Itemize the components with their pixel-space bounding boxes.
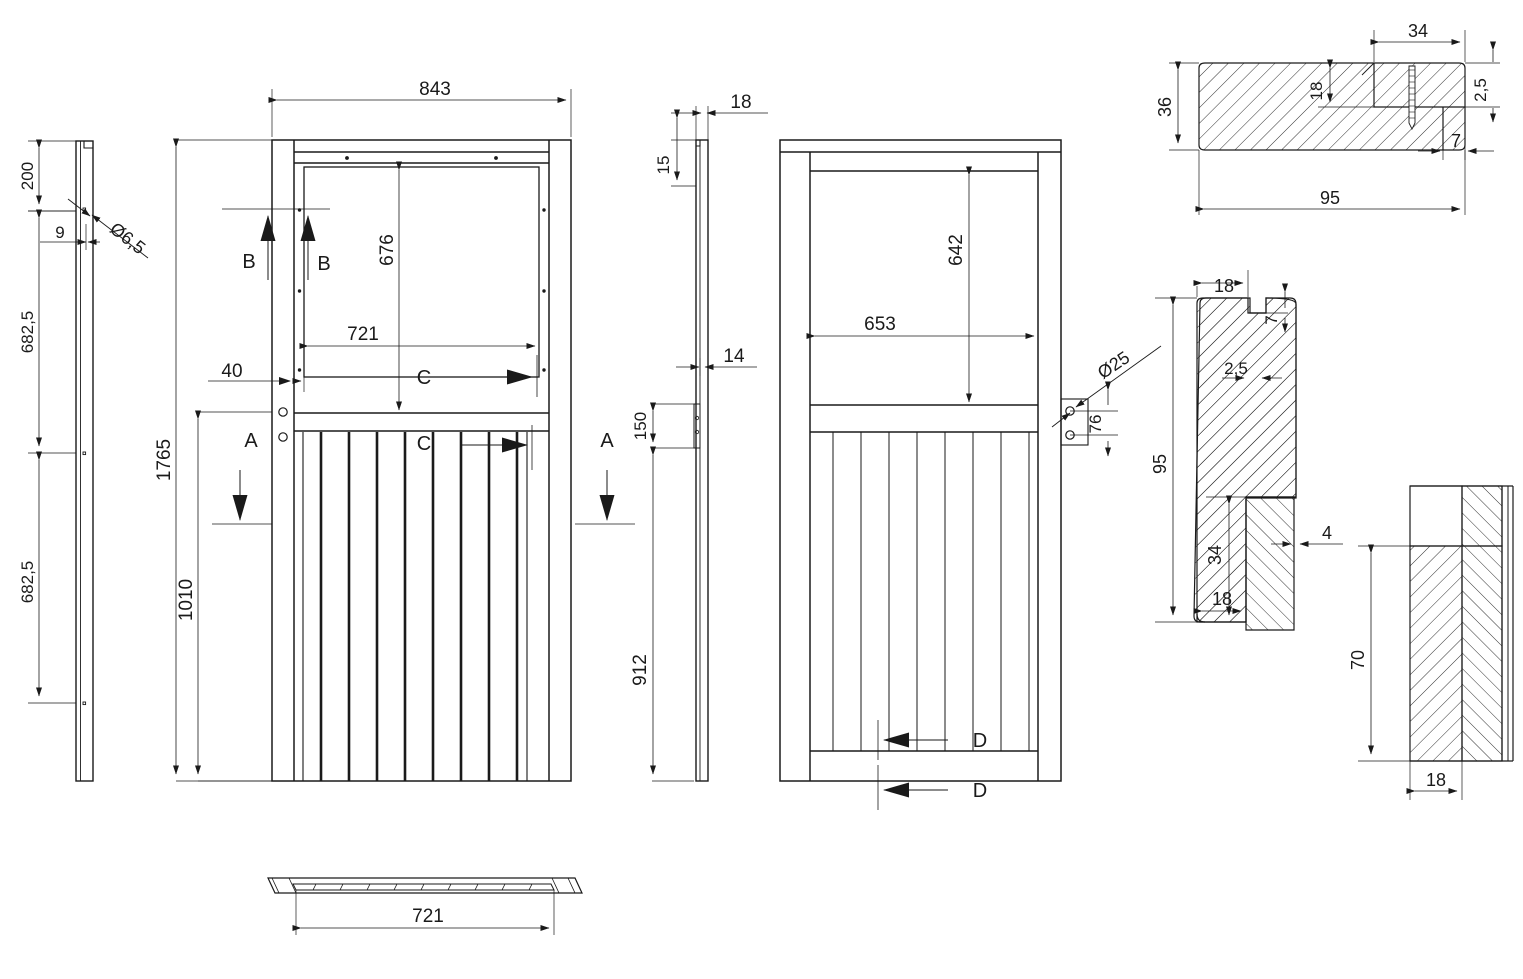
dim-95-mid: 95 <box>1150 296 1197 623</box>
section-label-D-upper: D <box>973 730 987 752</box>
section-mark-C-lower: C <box>417 425 533 470</box>
dim-label-25-mid: 2,5 <box>1224 359 1248 378</box>
leader-dia-25: Ø25 <box>1051 345 1162 428</box>
screw-symbol <box>1407 62 1417 131</box>
dim-95-top: 95 <box>1195 150 1466 215</box>
dim-label-676: 676 <box>377 234 398 266</box>
section-mark-A-left: A <box>212 430 272 525</box>
dim-653: 653 <box>806 314 1035 339</box>
dim-6825-lower: 682,5 <box>18 451 76 704</box>
dim-1765: 1765 <box>154 138 272 782</box>
dim-label-1765: 1765 <box>154 439 175 481</box>
rear-elevation-view <box>779 139 1089 782</box>
dim-label-76: 76 <box>1086 415 1105 434</box>
front-elevation-view <box>271 139 572 782</box>
dim-676: 676 <box>377 161 402 411</box>
dim-label-15: 15 <box>654 156 673 175</box>
dim-label-dia-25: Ø25 <box>1094 347 1133 383</box>
dim-label-4-mid: 4 <box>1322 523 1332 543</box>
dim-label-642: 642 <box>946 234 967 266</box>
dim-1010: 1010 <box>176 410 272 782</box>
dim-18-bottom: 18 <box>1406 761 1463 800</box>
section-label-B-left: B <box>242 251 255 273</box>
dim-150: 150 <box>631 402 694 449</box>
dim-36: 36 <box>1155 61 1199 151</box>
dim-label-95-mid: 95 <box>1150 454 1170 474</box>
dim-label-1010: 1010 <box>176 579 197 621</box>
dim-label-912: 912 <box>630 654 651 686</box>
dim-label-40: 40 <box>221 361 242 382</box>
section-label-A-right: A <box>600 430 614 452</box>
dim-18-mid-bottom: 18 <box>1193 589 1242 622</box>
dim-642: 642 <box>946 166 972 403</box>
section-mark-A-right: A <box>575 430 635 525</box>
section-label-B-right: B <box>317 253 330 275</box>
dim-721-bottom: 721 <box>292 890 555 935</box>
dim-15: 15 <box>654 109 696 187</box>
dim-label-721-bottom: 721 <box>412 906 444 927</box>
section-mark-B-left: B <box>222 208 300 280</box>
dim-label-70: 70 <box>1348 650 1368 670</box>
section-label-A-left: A <box>244 430 258 452</box>
dim-4-mid: 4 <box>1271 497 1343 552</box>
dim-70: 70 <box>1348 544 1410 762</box>
dim-721-front: 721 <box>299 324 536 349</box>
section-mark-C-upper: C <box>417 355 538 397</box>
dim-label-721-front: 721 <box>347 324 379 345</box>
bottom-plan-view <box>267 877 583 894</box>
section-detail-rail-profile <box>1198 62 1466 151</box>
dim-label-200: 200 <box>18 162 37 190</box>
dim-843: 843 <box>268 79 572 137</box>
side-elevation-view <box>693 139 709 782</box>
dim-label-7-top: 7 <box>1451 131 1461 151</box>
dim-label-18-top: 18 <box>1307 82 1326 101</box>
section-detail-stile-profile <box>1193 297 1297 631</box>
section-detail-slat-profile <box>1409 485 1514 762</box>
dim-label-6825-lower: 682,5 <box>18 561 37 604</box>
section-label-C-upper: C <box>417 367 431 389</box>
dim-34-top: 34 <box>1370 21 1466 62</box>
dim-18-side: 18 <box>671 92 768 140</box>
dim-label-18-mid: 18 <box>1214 276 1234 296</box>
dim-label-25-top: 2,5 <box>1471 78 1490 102</box>
dim-7-mid: 7 <box>1248 283 1288 333</box>
dim-label-14: 14 <box>723 346 745 367</box>
dim-label-9: 9 <box>55 223 64 242</box>
section-mark-D-upper: D <box>877 720 987 760</box>
rear-slats <box>832 432 1030 751</box>
dim-label-34-mid: 34 <box>1205 545 1225 565</box>
section-label-C-lower: C <box>417 433 431 455</box>
dim-label-18-bottom: 18 <box>1426 770 1446 790</box>
dim-76: 76 <box>1070 381 1118 457</box>
dim-label-7-mid: 7 <box>1262 315 1281 324</box>
dim-label-34-top: 34 <box>1408 21 1428 41</box>
dim-label-dia-6-5: Ø6,5 <box>106 218 149 258</box>
section-mark-D-lower: D <box>877 765 987 810</box>
dim-40: 40 <box>208 361 305 392</box>
dim-912: 912 <box>630 446 694 782</box>
dim-14: 14 <box>676 346 757 376</box>
dim-200: 200 <box>18 139 76 212</box>
left-edge-section-view <box>75 140 94 782</box>
dim-label-843: 843 <box>419 79 451 100</box>
dim-9: 9 <box>40 223 100 250</box>
dim-label-95-top: 95 <box>1320 188 1340 208</box>
dim-18-top: 18 <box>1307 59 1374 108</box>
section-label-D-lower: D <box>973 780 987 802</box>
dim-label-6825-upper: 682,5 <box>18 311 37 354</box>
section-mark-B-right: B <box>300 208 331 280</box>
dim-25-mid: 2,5 <box>1222 359 1282 381</box>
dim-label-653: 653 <box>864 314 896 335</box>
front-slats <box>302 432 528 781</box>
dim-18-mid: 18 <box>1193 270 1249 297</box>
dim-25-top: 2,5 <box>1465 41 1500 123</box>
dim-label-18-mid-bottom: 18 <box>1212 589 1232 609</box>
dim-6825-upper: 682,5 <box>18 209 76 454</box>
dim-label-36: 36 <box>1155 97 1175 117</box>
dim-34-mid: 34 <box>1205 495 1246 623</box>
dim-label-150: 150 <box>631 412 650 440</box>
dim-label-18-side: 18 <box>730 92 751 113</box>
